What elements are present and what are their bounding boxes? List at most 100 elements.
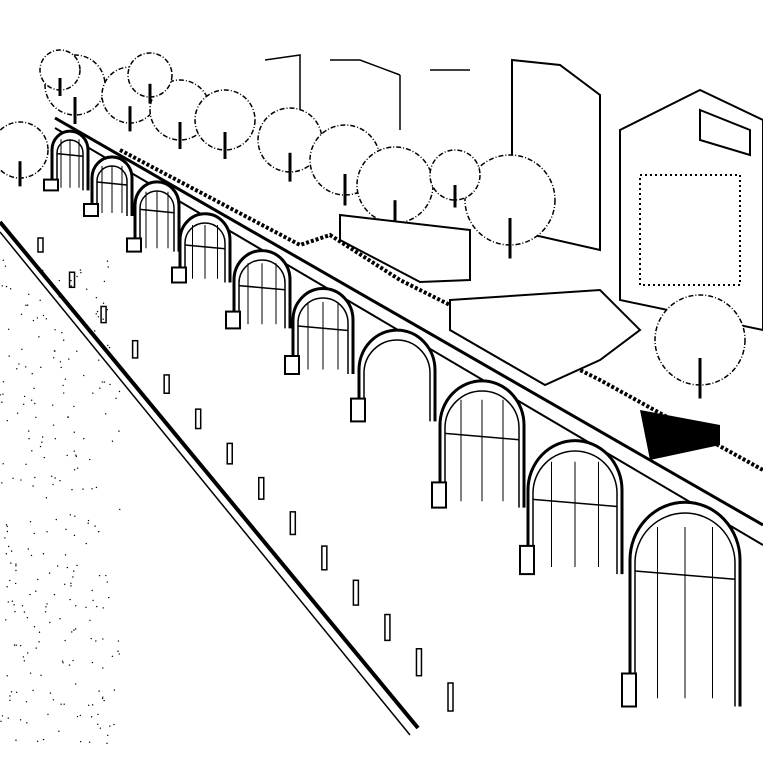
texture-dot — [30, 521, 31, 522]
texture-dot — [27, 304, 28, 305]
texture-dot — [34, 477, 35, 478]
texture-dot — [107, 581, 108, 582]
texture-dot — [102, 696, 103, 697]
texture-dot — [7, 675, 8, 676]
texture-dot — [31, 400, 32, 401]
texture-dot — [6, 553, 7, 554]
texture-dot — [92, 392, 93, 393]
texture-dot — [59, 480, 60, 481]
texture-dot — [67, 567, 68, 568]
texture-dot — [53, 357, 54, 358]
texture-dot — [86, 288, 87, 289]
pier-base — [351, 399, 365, 422]
texture-dot — [80, 715, 81, 716]
texture-dot — [97, 311, 98, 312]
texture-dot — [119, 509, 120, 510]
texture-dot — [45, 611, 46, 612]
texture-dot — [65, 529, 66, 530]
texture-dot — [74, 432, 75, 433]
texture-dot — [76, 456, 77, 457]
texture-dot — [16, 692, 17, 693]
bollard — [448, 683, 453, 711]
pier-base — [84, 204, 98, 216]
texture-dot — [47, 714, 48, 715]
texture-dot — [28, 548, 29, 549]
texture-dot — [31, 450, 32, 451]
texture-dot — [118, 430, 119, 431]
texture-dot — [70, 583, 71, 584]
texture-dot — [6, 524, 7, 525]
texture-dot — [32, 690, 33, 691]
texture-dot — [63, 392, 64, 393]
texture-dot — [107, 260, 108, 261]
texture-dot — [5, 619, 6, 620]
texture-dot — [68, 358, 69, 359]
texture-dot — [88, 520, 89, 521]
texture-dot — [83, 375, 84, 376]
texture-dot — [3, 260, 4, 261]
texture-dot — [75, 683, 76, 684]
texture-dot — [73, 629, 74, 630]
texture-dot — [102, 638, 103, 639]
texture-dot — [39, 300, 40, 301]
texture-dot — [28, 294, 29, 295]
bollard — [38, 238, 43, 252]
texture-dot — [17, 413, 18, 414]
texture-dot — [100, 727, 101, 728]
texture-dot — [8, 601, 9, 602]
texture-dot — [1, 482, 2, 483]
texture-dot — [76, 276, 77, 277]
texture-dot — [3, 381, 4, 382]
texture-dot — [76, 565, 77, 566]
texture-dot — [9, 580, 10, 581]
texture-dot — [9, 700, 10, 701]
texture-dot — [77, 716, 78, 717]
texture-dot — [52, 484, 53, 485]
texture-dot — [105, 575, 106, 576]
texture-dot — [107, 266, 108, 267]
texture-dot — [46, 497, 47, 498]
texture-dot — [15, 570, 16, 571]
texture-dot — [80, 269, 81, 270]
texture-dot — [91, 590, 92, 591]
texture-dot — [30, 672, 31, 673]
texture-dot — [54, 594, 55, 595]
texture-dot — [2, 285, 3, 286]
texture-dot — [34, 626, 35, 627]
texture-dot — [33, 388, 34, 389]
texture-dot — [58, 731, 59, 732]
texture-dot — [112, 656, 113, 657]
bollard — [385, 615, 390, 641]
texture-dot — [92, 662, 93, 663]
texture-dot — [33, 320, 34, 321]
texture-dot — [109, 725, 110, 726]
texture-dot — [11, 550, 12, 551]
texture-dot — [103, 303, 104, 304]
texture-dot — [54, 350, 55, 351]
texture-dot — [49, 622, 50, 623]
texture-dot — [10, 288, 11, 289]
texture-dot — [24, 660, 25, 661]
texture-dot — [27, 617, 28, 618]
texture-dot — [32, 373, 33, 374]
texture-dot — [0, 721, 1, 722]
texture-dot — [52, 404, 53, 405]
texture-dot — [72, 576, 73, 577]
texture-dot — [53, 424, 54, 425]
texture-dot — [9, 695, 10, 696]
texture-dot — [61, 332, 62, 333]
texture-dot — [7, 420, 8, 421]
texture-dot — [71, 631, 72, 632]
texture-dot — [26, 722, 27, 723]
texture-dot — [92, 600, 93, 601]
texture-dot — [20, 645, 21, 646]
texture-dot — [102, 698, 103, 699]
texture-dot — [12, 478, 13, 479]
texture-dot — [62, 660, 63, 661]
texture-dot — [96, 606, 97, 607]
texture-dot — [115, 398, 116, 399]
texture-dot — [42, 270, 43, 271]
texture-dot — [46, 603, 47, 604]
bollard — [290, 512, 295, 535]
texture-dot — [20, 719, 21, 720]
